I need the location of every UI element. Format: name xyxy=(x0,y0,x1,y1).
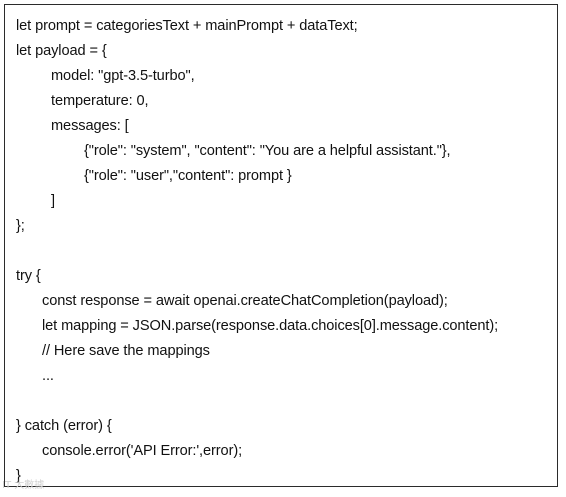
code-line xyxy=(5,239,557,264)
watermark: IT 大數據 xyxy=(2,480,45,491)
code-line: let prompt = categoriesText + mainPrompt… xyxy=(16,18,358,34)
code-line: temperature: 0, xyxy=(51,93,149,109)
code-line: ... xyxy=(42,368,54,384)
code-line: let payload = { xyxy=(16,43,107,59)
code-line: {"role": "system", "content": "You are a… xyxy=(84,143,451,159)
code-line: const response = await openai.createChat… xyxy=(42,293,448,309)
code-line: try { xyxy=(16,268,41,284)
code-line: ] xyxy=(51,193,55,209)
code-line: // Here save the mappings xyxy=(42,343,210,359)
code-line xyxy=(5,389,557,414)
code-snippet-box: let prompt = categoriesText + mainPrompt… xyxy=(4,4,558,487)
code-line: model: "gpt-3.5-turbo", xyxy=(51,68,195,84)
code-lines: let prompt = categoriesText + mainPrompt… xyxy=(5,14,557,489)
code-line: let mapping = JSON.parse(response.data.c… xyxy=(42,318,499,334)
code-line: {"role": "user","content": prompt } xyxy=(84,168,292,184)
code-line: }; xyxy=(16,218,25,234)
code-line: console.error('API Error:',error); xyxy=(42,443,243,459)
code-line: } catch (error) { xyxy=(16,418,112,434)
code-line: messages: [ xyxy=(51,118,129,134)
code-line: } xyxy=(16,468,21,484)
